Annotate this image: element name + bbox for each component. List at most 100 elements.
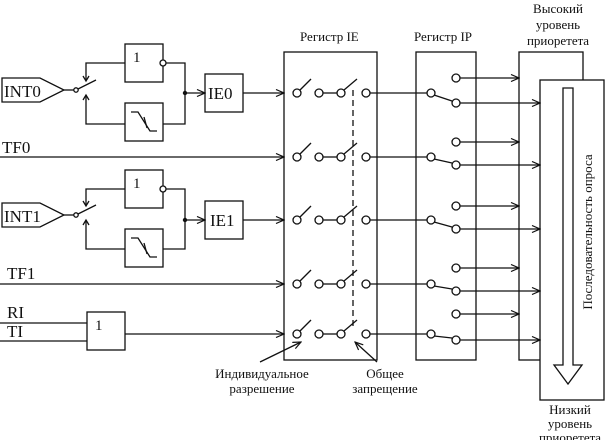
ie1-label: IE1: [210, 211, 235, 230]
int1-gate-label: 1: [133, 176, 141, 192]
individual-enable-switch: [299, 269, 312, 282]
int0-gate-label: 1: [133, 50, 141, 66]
ip-common-contact: [426, 279, 436, 289]
annotations: Индивидуальное разрешение Общее запрещен…: [215, 342, 418, 396]
individual-enable-contact: [292, 215, 302, 225]
low-priority-line2: уровень: [548, 416, 592, 431]
ip-high-contact: [451, 201, 461, 211]
ip-switch-row: [426, 309, 461, 345]
global-enable-contact: [336, 329, 346, 339]
low-priority-line1: Низкий: [549, 402, 591, 417]
poll-sequence-arrow: [552, 87, 584, 386]
global-enable-contact: [336, 215, 346, 225]
tf0-label: TF0: [2, 138, 30, 157]
ip-common-contact: [426, 329, 436, 339]
individual-enable-switch: [299, 205, 312, 218]
int0-not-gate: [124, 43, 164, 83]
global-enable-switch: [343, 205, 358, 218]
contact: [314, 279, 324, 289]
individual-enable-switch: [299, 142, 312, 155]
int1-label: INT1: [4, 207, 41, 226]
ip-priority-switch: [433, 94, 453, 102]
ip-high-contact: [451, 137, 461, 147]
ie-switch-row: [292, 205, 427, 225]
global-enable-contact: [336, 279, 346, 289]
ip-low-contact: [451, 286, 461, 296]
ie-switch-row: [292, 269, 427, 289]
ie-switch-row: [292, 142, 427, 162]
contact: [361, 152, 371, 162]
ip-low-contact: [451, 160, 461, 170]
ip-low-contact: [451, 98, 461, 108]
contact: [314, 88, 324, 98]
contact: [361, 279, 371, 289]
int1-input-pin: [1, 202, 66, 228]
ip-common-contact: [426, 88, 436, 98]
register-ie-label: Регистр IE: [300, 29, 359, 44]
tf0-line: TF0: [0, 138, 284, 157]
int0-label: INT0: [4, 82, 41, 101]
ip-switch-row: [426, 263, 461, 296]
ie0-label: IE0: [208, 84, 233, 103]
contact: [314, 215, 324, 225]
ip-high-contact: [451, 309, 461, 319]
int1-not-gate: [124, 169, 164, 209]
int1-block: INT1 1 IE1: [1, 169, 284, 268]
global-disable-line1: Общее: [366, 366, 404, 381]
tf1-label: TF1: [7, 264, 35, 283]
ti-label: TI: [7, 322, 23, 341]
ip-switch-row: [426, 137, 461, 170]
ie-switch-row: [292, 78, 427, 98]
high-priority-line1: Высокий: [533, 1, 583, 16]
individual-enable-contact: [292, 279, 302, 289]
int1-edge-detector: [124, 228, 164, 268]
int1-mode-switch: [77, 204, 97, 215]
contact: [361, 88, 371, 98]
ip-high-contact: [451, 73, 461, 83]
int0-input-pin: [1, 77, 66, 103]
global-enable-switch: [343, 319, 358, 332]
global-enable-contact: [336, 88, 346, 98]
global-enable-switch: [343, 269, 358, 282]
global-enable-contact: [336, 152, 346, 162]
ip-priority-switch: [433, 221, 453, 228]
ip-switch-row: [426, 73, 461, 108]
individual-enable-line2: разрешение: [229, 381, 294, 396]
ip-priority-switch: [433, 335, 453, 339]
individual-enable-line1: Индивидуальное: [215, 366, 309, 381]
global-disable-line2: запрещение: [352, 381, 418, 396]
low-priority-line3: приорететa: [539, 430, 601, 440]
serial-or-block: RI TI 1: [0, 303, 284, 351]
tf1-line: TF1: [0, 264, 284, 284]
ip-priority-switch: [433, 285, 453, 290]
register-ip-label: Регистр IP: [414, 29, 472, 44]
priority-input-arrows: [460, 78, 540, 340]
or-gate: [86, 311, 126, 351]
ip-high-contact: [451, 263, 461, 273]
high-priority-line2: уровень: [536, 17, 580, 32]
register-ie: Регистр IE: [283, 29, 427, 361]
or-gate-label: 1: [95, 318, 103, 334]
ip-switch-row: [426, 201, 461, 234]
contact: [314, 152, 324, 162]
ie-switch-row: [292, 319, 427, 339]
ip-common-contact: [426, 215, 436, 225]
individual-enable-switch: [299, 78, 312, 91]
individual-enable-contact: [292, 88, 302, 98]
int0-mode-switch: [77, 79, 97, 90]
low-priority-block: Низкий уровень приорететa Последовательн…: [539, 79, 605, 440]
ip-priority-switch: [433, 158, 453, 164]
ri-label: RI: [7, 303, 24, 322]
high-priority-line3: приорететa: [527, 33, 589, 48]
individual-enable-switch: [299, 319, 312, 332]
individual-enable-contact: [292, 329, 302, 339]
int0-edge-detector: [124, 102, 164, 142]
contact: [361, 215, 371, 225]
ip-low-contact: [451, 224, 461, 234]
poll-sequence-label: Последовательность опроса: [580, 154, 595, 310]
ie-switch-rows: [292, 78, 427, 339]
int0-block: INT0 1 IE0: [1, 43, 284, 142]
ip-switch-rows: [426, 73, 461, 345]
contact: [361, 329, 371, 339]
